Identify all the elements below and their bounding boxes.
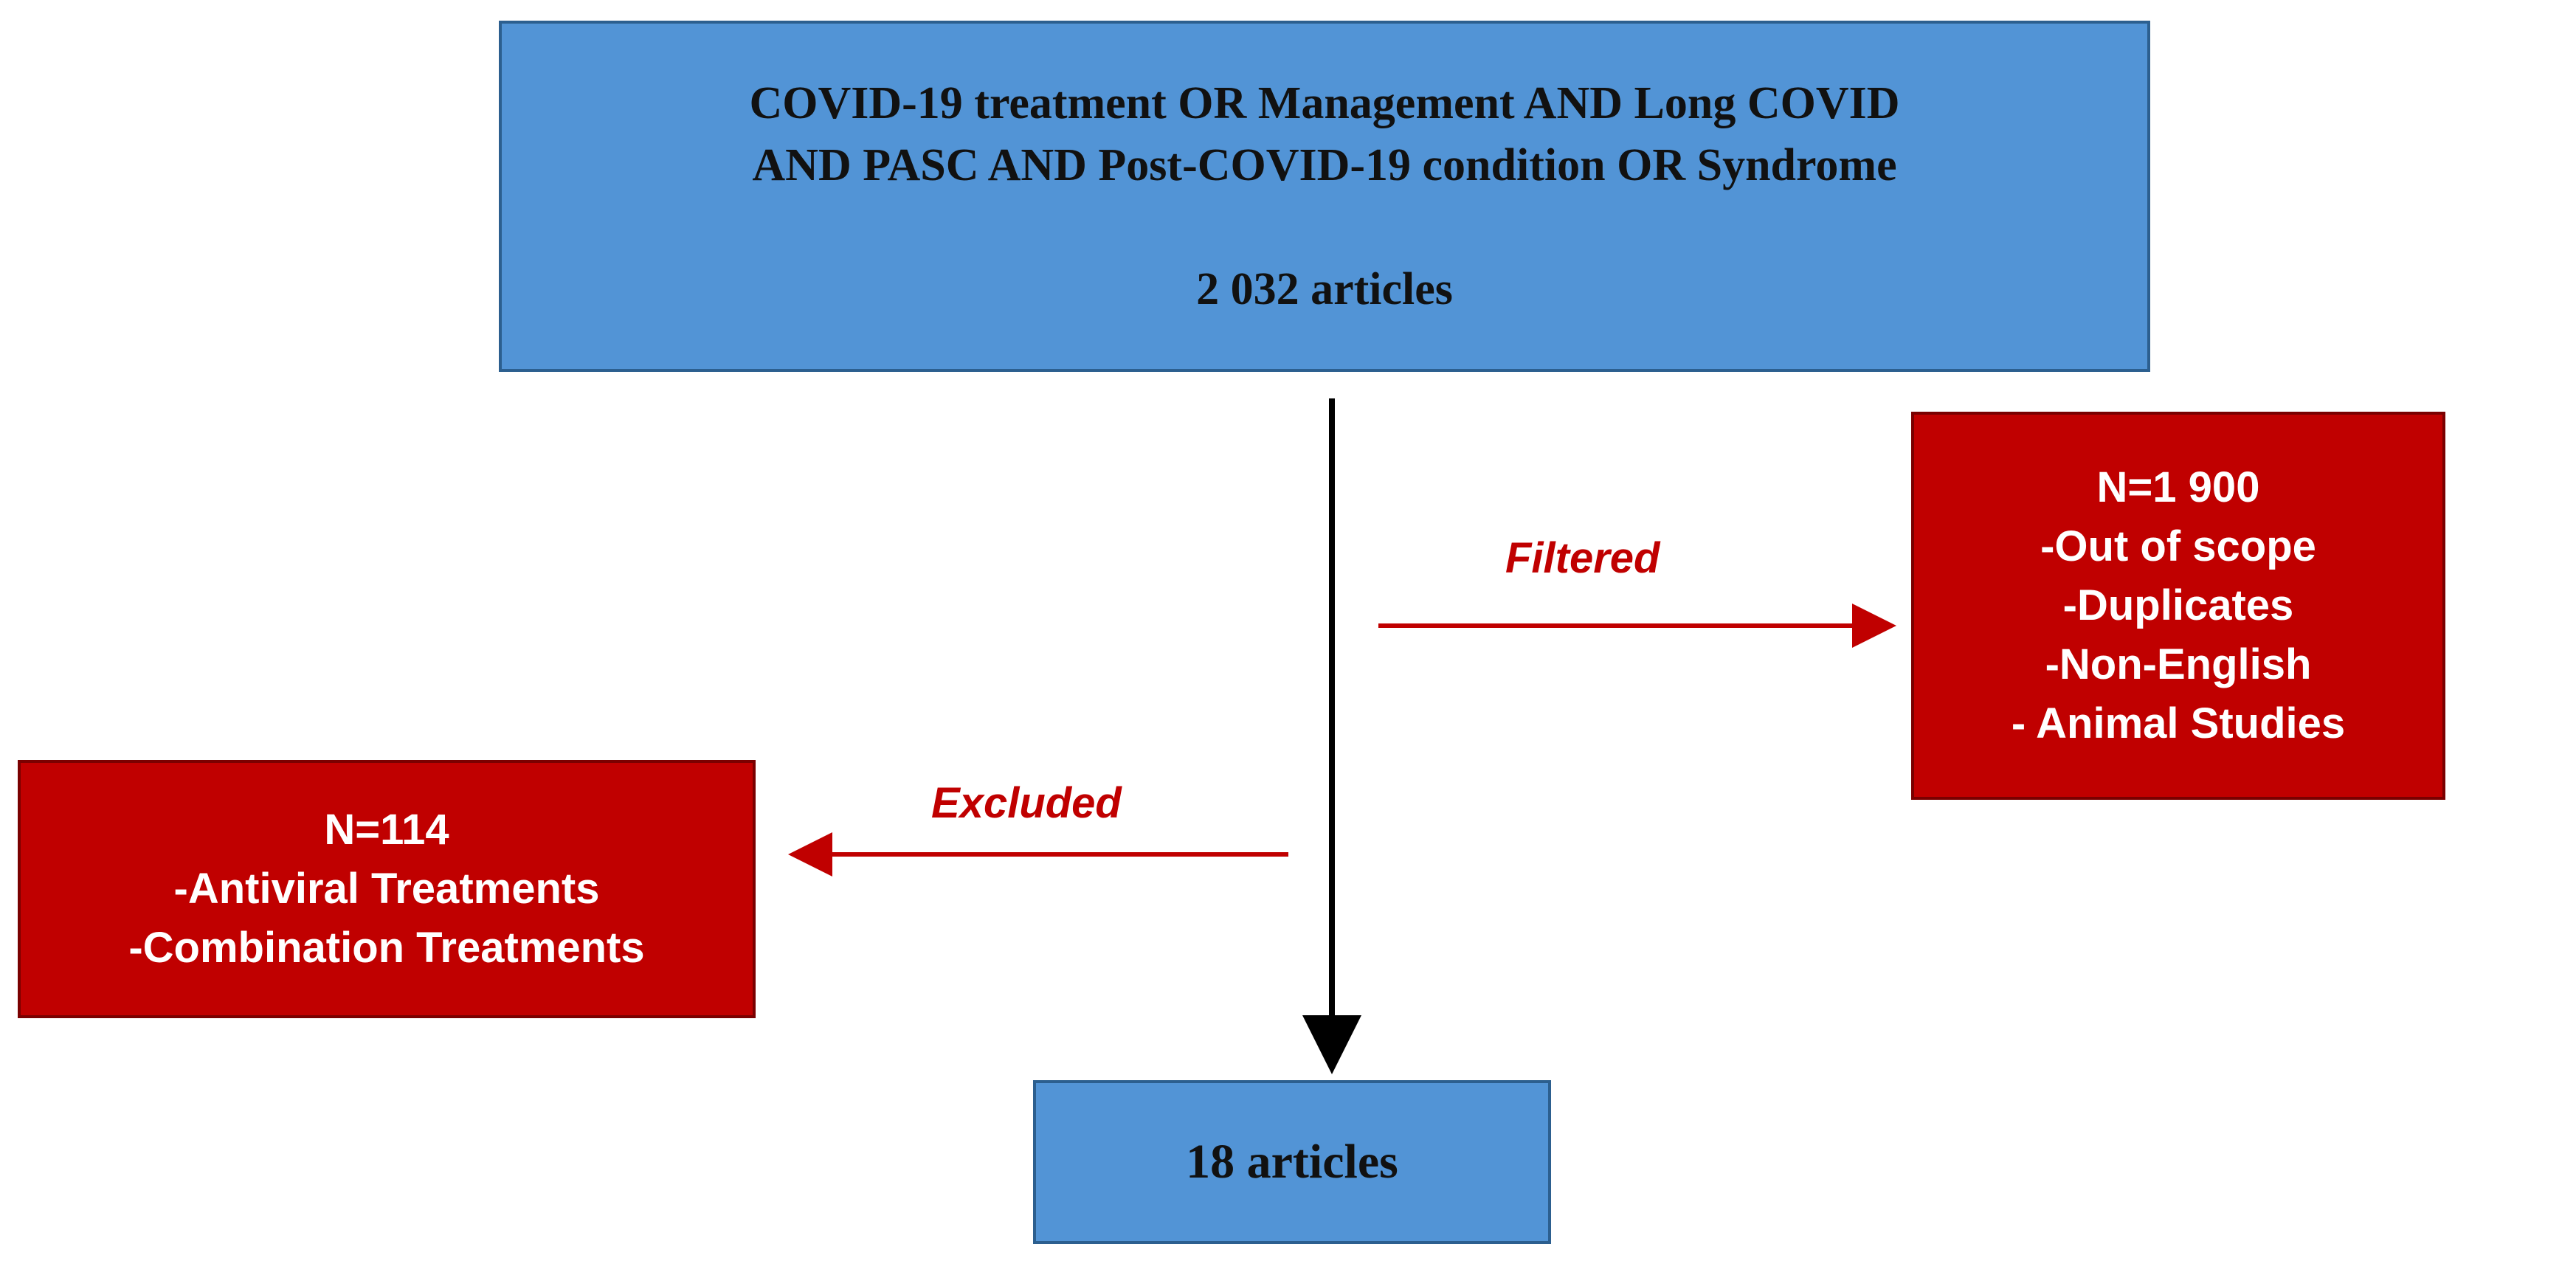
- excluded-count: N=114: [324, 806, 449, 854]
- filtered-reason: -Duplicates: [2062, 581, 2294, 629]
- initial-article-count: 2 032 articles: [1196, 264, 1453, 314]
- search-query-line-1: COVID-19 treatment OR Management AND Lon…: [749, 78, 1900, 128]
- filtered-label: Filtered: [1505, 534, 1660, 582]
- final-article-count: 18 articles: [1186, 1135, 1398, 1189]
- filtered-reason: - Animal Studies: [2011, 699, 2346, 747]
- filtered-reason: -Non-English: [2045, 640, 2312, 688]
- excluded-box: N=114 -Antiviral Treatments -Combination…: [18, 760, 756, 1018]
- search-query-box: COVID-19 treatment OR Management AND Lon…: [499, 21, 2150, 372]
- search-query-line-2: AND PASC AND Post-COVID-19 condition OR …: [752, 140, 1897, 190]
- excluded-reason: -Antiviral Treatments: [173, 865, 600, 913]
- excluded-label: Excluded: [931, 779, 1122, 827]
- filtered-reason: -Out of scope: [2040, 522, 2316, 570]
- final-articles-box: 18 articles: [1033, 1080, 1551, 1244]
- excluded-reason: -Combination Treatments: [128, 924, 645, 972]
- filtered-box: N=1 900 -Out of scope -Duplicates -Non-E…: [1911, 412, 2445, 800]
- filtered-count: N=1 900: [2096, 463, 2260, 511]
